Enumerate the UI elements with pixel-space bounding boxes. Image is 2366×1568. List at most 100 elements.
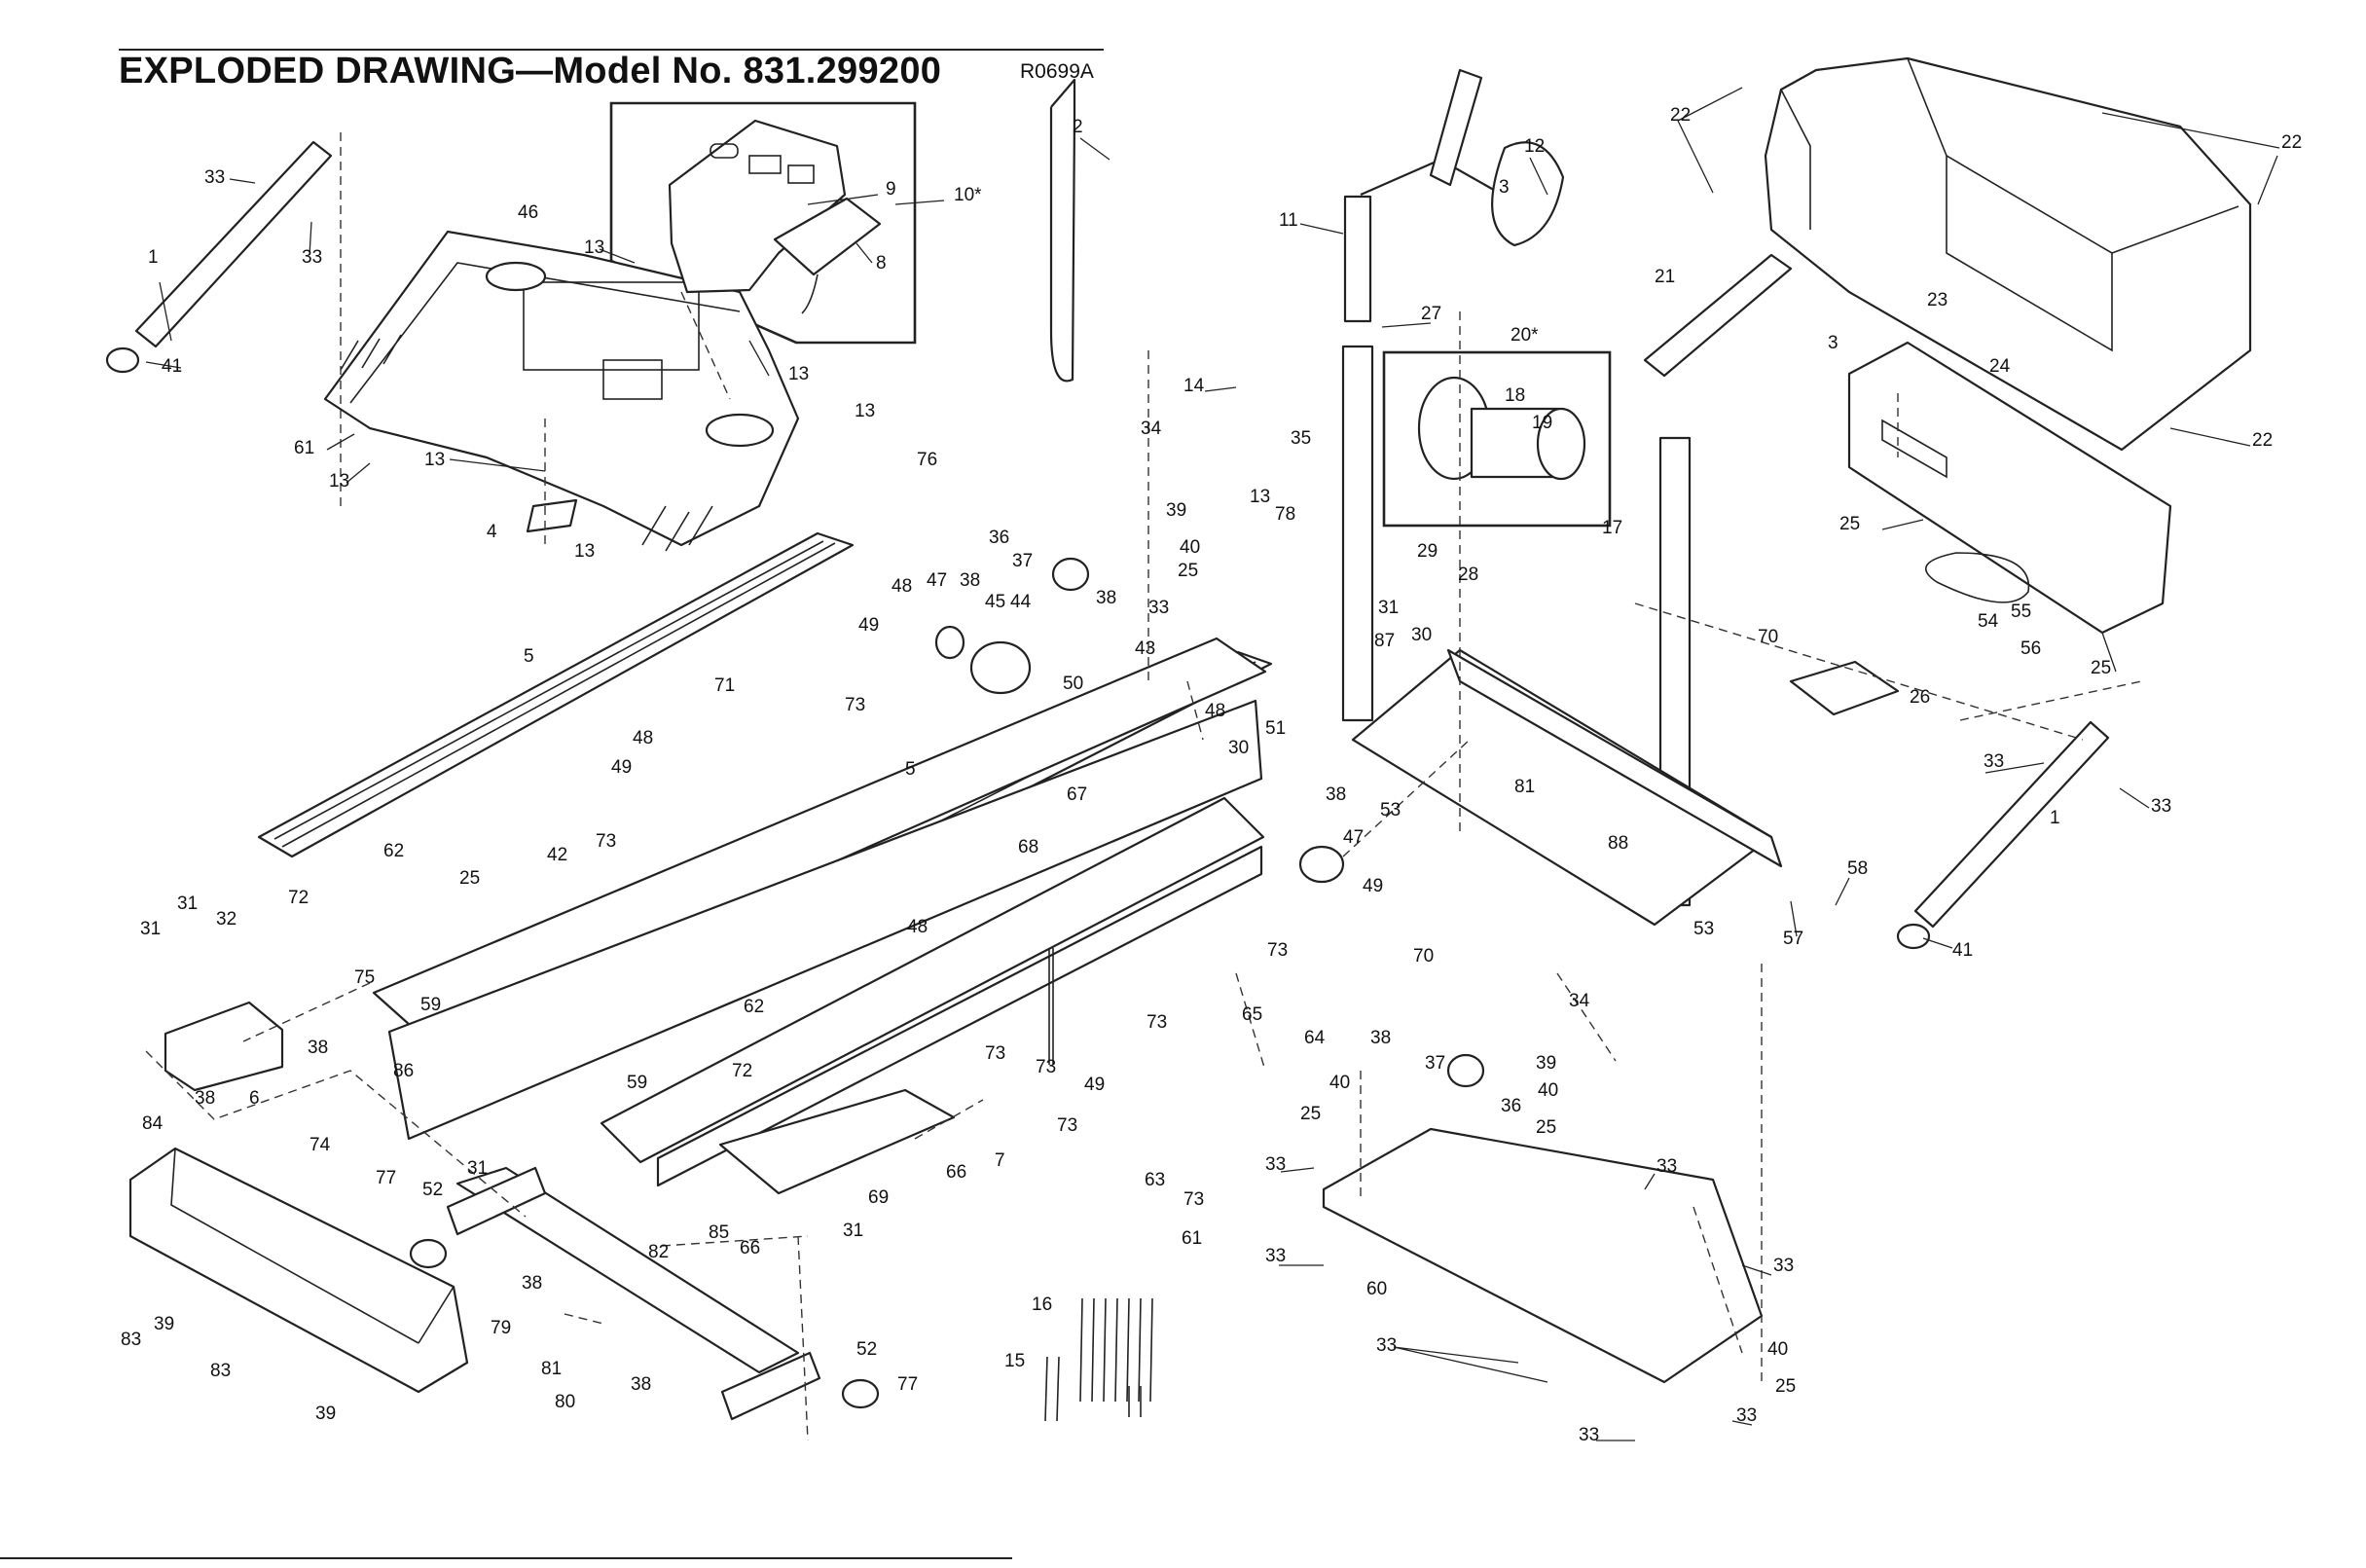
part-callout-72: 72 [732, 1061, 752, 1081]
incline-motor [164, 1001, 284, 1092]
part-callout-6: 6 [249, 1088, 260, 1109]
part-callout-48: 48 [892, 576, 912, 597]
part-callout-40: 40 [1767, 1339, 1788, 1360]
assembly-lines [145, 132, 2142, 1441]
part-callout-73: 73 [845, 695, 865, 715]
part-callout-66: 66 [946, 1162, 966, 1183]
part-callout-73: 73 [1057, 1115, 1077, 1136]
bottom-rule [0, 1557, 1012, 1559]
part-callout-82: 82 [648, 1242, 669, 1262]
part-callout-87: 87 [1374, 631, 1395, 651]
part-callout-77: 77 [897, 1374, 918, 1395]
part-callout-31: 31 [140, 919, 161, 939]
part-callout-84: 84 [142, 1113, 164, 1134]
part-callout-11: 11 [1279, 210, 1298, 231]
part-callout-75: 75 [354, 967, 375, 988]
part-callout-38: 38 [522, 1273, 542, 1294]
part-callout-31: 31 [843, 1221, 863, 1241]
part-callout-52: 52 [856, 1339, 877, 1360]
part-callout-27: 27 [1421, 304, 1441, 324]
part-callout-25: 25 [1839, 514, 1860, 534]
part-callout-13: 13 [574, 541, 595, 562]
part-callout-43: 43 [1135, 638, 1155, 659]
rear-crossbar [455, 1166, 800, 1374]
part-callout-48: 48 [907, 917, 928, 937]
part-callout-70: 70 [1758, 627, 1778, 647]
part-callout-50: 50 [1063, 674, 1083, 694]
part-callout-28: 28 [1458, 565, 1478, 585]
part-callout-55: 55 [2011, 602, 2031, 622]
part-callout-68: 68 [1018, 837, 1038, 857]
part-callout-42: 42 [547, 845, 567, 865]
leader-lines [145, 87, 2280, 1441]
part-callout-85: 85 [709, 1222, 729, 1243]
part-callout-13: 13 [788, 364, 809, 384]
part-callout-33: 33 [2151, 796, 2171, 817]
part-callout-39: 39 [154, 1314, 174, 1334]
part-callout-33: 33 [1265, 1246, 1286, 1266]
part-callout-31: 31 [467, 1158, 488, 1179]
part-callout-79: 79 [491, 1318, 511, 1338]
part-callout-46: 46 [518, 202, 538, 223]
part-callout-31: 31 [1378, 598, 1399, 618]
motor-hood [1764, 56, 2252, 452]
part-callout-15: 15 [1004, 1351, 1025, 1371]
drive-motor [1417, 141, 1586, 481]
part-callout-61: 61 [1182, 1228, 1202, 1249]
part-callout-37: 37 [1425, 1053, 1445, 1074]
part-callout-25: 25 [1300, 1104, 1321, 1124]
part-callout-77: 77 [376, 1168, 396, 1188]
part-callout-30: 30 [1228, 738, 1249, 758]
part-callout-14: 14 [1183, 376, 1205, 396]
part-callout-22: 22 [1670, 105, 1691, 126]
drawing-code: R0699A [1020, 60, 1094, 83]
part-callout-33: 33 [1265, 1154, 1286, 1175]
part-callout-63: 63 [1145, 1170, 1165, 1190]
part-callout-59: 59 [420, 995, 441, 1015]
part-callout-26: 26 [1910, 687, 1930, 708]
part-callout-38: 38 [1096, 588, 1116, 608]
part-callout-29: 29 [1417, 541, 1438, 562]
part-callout-73: 73 [1267, 940, 1288, 961]
part-callout-5: 5 [524, 646, 534, 667]
part-callout-33: 33 [1376, 1335, 1397, 1356]
part-callout-21: 21 [1655, 267, 1675, 287]
part-callout-49: 49 [611, 757, 632, 778]
part-callout-44: 44 [1010, 592, 1032, 612]
part-callout-73: 73 [1036, 1057, 1056, 1077]
part-callout-23: 23 [1927, 290, 1947, 310]
part-callout-54: 54 [1978, 611, 1999, 632]
part-callout-38: 38 [960, 570, 980, 591]
part-callout-49: 49 [858, 615, 879, 636]
part-callout-12: 12 [1524, 136, 1545, 157]
base-pan [718, 1088, 956, 1195]
part-callout-34: 34 [1569, 991, 1590, 1011]
part-callout-66: 66 [740, 1238, 760, 1258]
part-callout-38: 38 [1326, 784, 1346, 805]
part-callout-73: 73 [985, 1043, 1005, 1064]
part-callout-31: 31 [177, 893, 198, 914]
part-callout-60: 60 [1366, 1279, 1387, 1299]
part-callout-10-star: 10* [954, 185, 982, 205]
part-callout-30: 30 [1411, 625, 1432, 645]
part-callout-65: 65 [1242, 1004, 1262, 1025]
part-callout-35: 35 [1291, 428, 1311, 449]
part-callout-80: 80 [555, 1392, 575, 1412]
part-callout-33: 33 [1148, 598, 1169, 618]
part-callout-48: 48 [633, 728, 653, 748]
part-callout-22: 22 [2252, 430, 2273, 451]
part-callout-40: 40 [1329, 1073, 1350, 1093]
part-callout-62: 62 [744, 997, 764, 1017]
part-callout-83: 83 [121, 1330, 141, 1350]
part-callout-81: 81 [1514, 777, 1535, 797]
handrail-left [105, 140, 333, 374]
part-callout-71: 71 [714, 675, 735, 696]
part-callout-39: 39 [315, 1404, 336, 1424]
part-callout-72: 72 [288, 888, 309, 908]
part-callout-13: 13 [1250, 487, 1270, 507]
part-callout-81: 81 [541, 1359, 562, 1379]
part-callout-39: 39 [1536, 1053, 1556, 1074]
